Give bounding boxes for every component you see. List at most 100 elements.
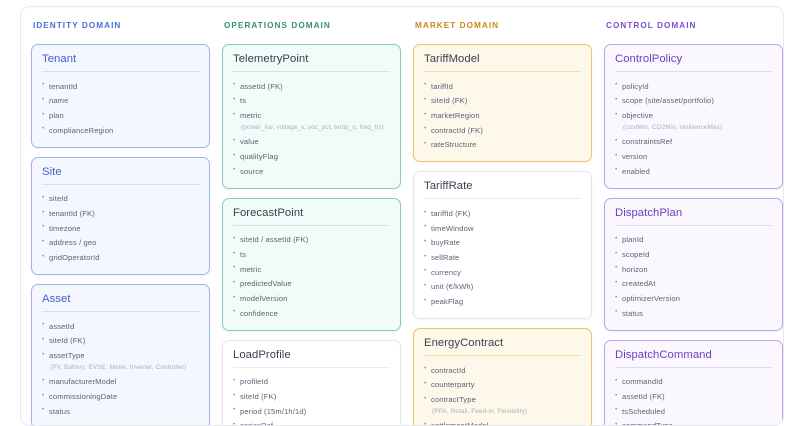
- domain-column-control: CONTROL DOMAIN ControlPolicy policyIdscope…: [604, 19, 783, 425]
- entity-field: period (15m/1h/1d): [233, 404, 390, 419]
- entity-field: constraintsRef: [615, 135, 772, 150]
- entity-field: peakFlag: [424, 294, 581, 309]
- entity-field: predictedValue: [233, 277, 390, 292]
- domain-title-market: MARKET DOMAIN: [415, 21, 500, 30]
- entity-field: timezone: [42, 221, 199, 236]
- entity-card[interactable]: Site siteIdtenantId (FK)timezoneaddress /…: [31, 156, 210, 276]
- entity-card-title: DispatchPlan: [615, 206, 683, 219]
- entity-card-divider: [424, 198, 581, 200]
- entity-field: assetType: [42, 348, 199, 363]
- entity-card[interactable]: TenanttenantIdnameplancomplianceRegion: [31, 44, 210, 148]
- field-note: (PPA, Retail, Feed-in, Flexibility): [432, 408, 528, 416]
- entity-card-divider: [615, 71, 772, 72]
- entity-card[interactable]: LoadProfileprofileIdsiteId (FK)period (1…: [222, 339, 401, 425]
- entity-field: rateStructure: [424, 138, 581, 153]
- entity-field: currency: [424, 265, 581, 280]
- entity-card-title: DispatchCommand: [615, 348, 712, 361]
- entity-field: contractId (FK): [424, 123, 581, 138]
- entity-field: commandId: [615, 375, 772, 390]
- entity-card[interactable]: ControlPolicy policyIdscope (site/asset/p…: [604, 44, 783, 189]
- entity-field: objective: [615, 108, 772, 123]
- entity-field: ts: [233, 247, 390, 262]
- entity-field: settlementModel: [424, 419, 581, 425]
- entity-field: metric: [233, 108, 390, 123]
- field-note: (costMin, CO2Min, resilienceMax): [623, 124, 723, 132]
- entity-card[interactable]: DispatchCommandcommandIdassetId (FK)tsSc…: [604, 339, 783, 425]
- entity-card[interactable]: TariffRatetariffId (FK)timeWindowbuyRate…: [413, 171, 592, 320]
- entity-field: tenantId (FK): [42, 206, 199, 221]
- entity-field: modelVersion: [233, 291, 390, 306]
- entity-field: confidence: [233, 306, 390, 321]
- entity-field: timeWindow: [424, 221, 581, 236]
- domain-model-board: IDENTITY DOMAIN TenanttenantIdnameplancom…: [20, 6, 784, 426]
- entity-field: horizon: [615, 262, 772, 277]
- domain-title-identity: IDENTITY DOMAIN: [33, 21, 122, 30]
- entity-field: enabled: [615, 164, 772, 179]
- entity-card-title: LoadProfile: [233, 348, 291, 361]
- entity-field: assetId: [42, 319, 199, 334]
- entity-field: version: [615, 149, 772, 164]
- field-note: (PV, Battery, EVSE, Meter, Inverter, Con…: [50, 364, 187, 372]
- entity-field: unit (€/kWh): [424, 280, 581, 295]
- entity-card[interactable]: AssetassetIdsiteId (FK)assetType(PV, Bat…: [31, 284, 210, 425]
- entity-field: tsScheduled: [615, 404, 772, 419]
- entity-field: optimizerVersion: [615, 291, 772, 306]
- entity-card-title: TariffModel: [424, 53, 480, 65]
- entity-field: status: [615, 306, 772, 321]
- entity-field: seriesRef: [233, 419, 390, 425]
- entity-field: planId: [615, 233, 772, 248]
- entity-field: source: [233, 164, 390, 179]
- entity-field: counterparty: [424, 378, 581, 393]
- entity-field: complianceRegion: [42, 123, 199, 138]
- entity-card-divider: [424, 355, 581, 357]
- domain-title-control: CONTROL DOMAIN: [606, 21, 697, 30]
- entity-field: status: [42, 404, 199, 419]
- entity-field: siteId / assetId (FK): [233, 233, 390, 248]
- entity-card[interactable]: TelemetryPoint assetId (FK)tsmetric(power…: [222, 44, 401, 189]
- domain-column-identity: IDENTITY DOMAIN TenanttenantIdnameplancom…: [31, 19, 210, 425]
- entity-field: commandType: [615, 419, 772, 425]
- entity-field: metric: [233, 262, 390, 277]
- entity-card[interactable]: TariffModeltariffIdsiteId (FK)marketRegi…: [413, 44, 592, 163]
- entity-card-list: TariffModeltariffIdsiteId (FK)marketRegi…: [413, 44, 592, 425]
- entity-card-title: TelemetryPoint: [233, 53, 309, 65]
- entity-field: siteId: [42, 192, 199, 207]
- domain-title-operations: OPERATIONS DOMAIN: [224, 21, 331, 30]
- entity-card-list: TenanttenantIdnameplancomplianceRegionSi…: [31, 44, 210, 425]
- entity-card-title: ForecastPoint: [233, 206, 304, 219]
- entity-field: ts: [233, 94, 390, 109]
- entity-card-list: TelemetryPointassetId (FK)tsmetric(power…: [222, 44, 401, 425]
- entity-card-divider: [233, 224, 390, 226]
- domain-column-market: MARKET DOMAIN TariffModeltariffIdsiteId (…: [413, 19, 592, 425]
- entity-card-divider: [42, 311, 199, 313]
- entity-field: contractType: [424, 392, 581, 407]
- entity-card-list: ControlPolicy policyIdscope (site/asset/p…: [604, 44, 783, 425]
- entity-card-title: EnergyContract: [424, 337, 504, 350]
- entity-field: contractId: [424, 363, 581, 378]
- entity-card-divider: [615, 366, 772, 368]
- entity-field: assetId (FK): [233, 79, 390, 94]
- entity-card[interactable]: DispatchPlanplanIdscopeIdhorizoncreatedA…: [604, 197, 783, 331]
- entity-card[interactable]: EnergyContract contractIdcounterpartycont…: [413, 328, 592, 425]
- entity-field: address / geo: [42, 236, 199, 251]
- entity-card-title: ControlPolicy: [615, 53, 683, 65]
- entity-card-title: TariffRate: [424, 180, 473, 193]
- entity-card-divider: [42, 71, 199, 72]
- entity-field: marketRegion: [424, 108, 581, 123]
- entity-field: tariffId (FK): [424, 206, 581, 221]
- entity-field: commissioningDate: [42, 389, 199, 404]
- field-note: (power_kw, voltage_v, soc_pct, temp_c, f…: [241, 124, 384, 132]
- entity-field: name: [42, 94, 199, 109]
- entity-card-divider: [42, 183, 199, 185]
- entity-card-title: Tenant: [42, 53, 77, 65]
- domain-column-operations: OPERATIONS DOMAIN TelemetryPoint assetId (…: [222, 19, 401, 425]
- entity-card-divider: [233, 71, 390, 72]
- entity-card-divider: [233, 366, 390, 368]
- entity-field: siteId (FK): [424, 94, 581, 109]
- entity-field: sellRate: [424, 250, 581, 265]
- entity-card-title: Site: [42, 165, 62, 178]
- entity-card[interactable]: ForecastPoint siteId / assetId (FK)tsmetr…: [222, 197, 401, 331]
- entity-card-title: Asset: [42, 293, 71, 306]
- entity-field: scope (site/asset/portfolio): [615, 94, 772, 109]
- entity-field: policyId: [615, 79, 772, 94]
